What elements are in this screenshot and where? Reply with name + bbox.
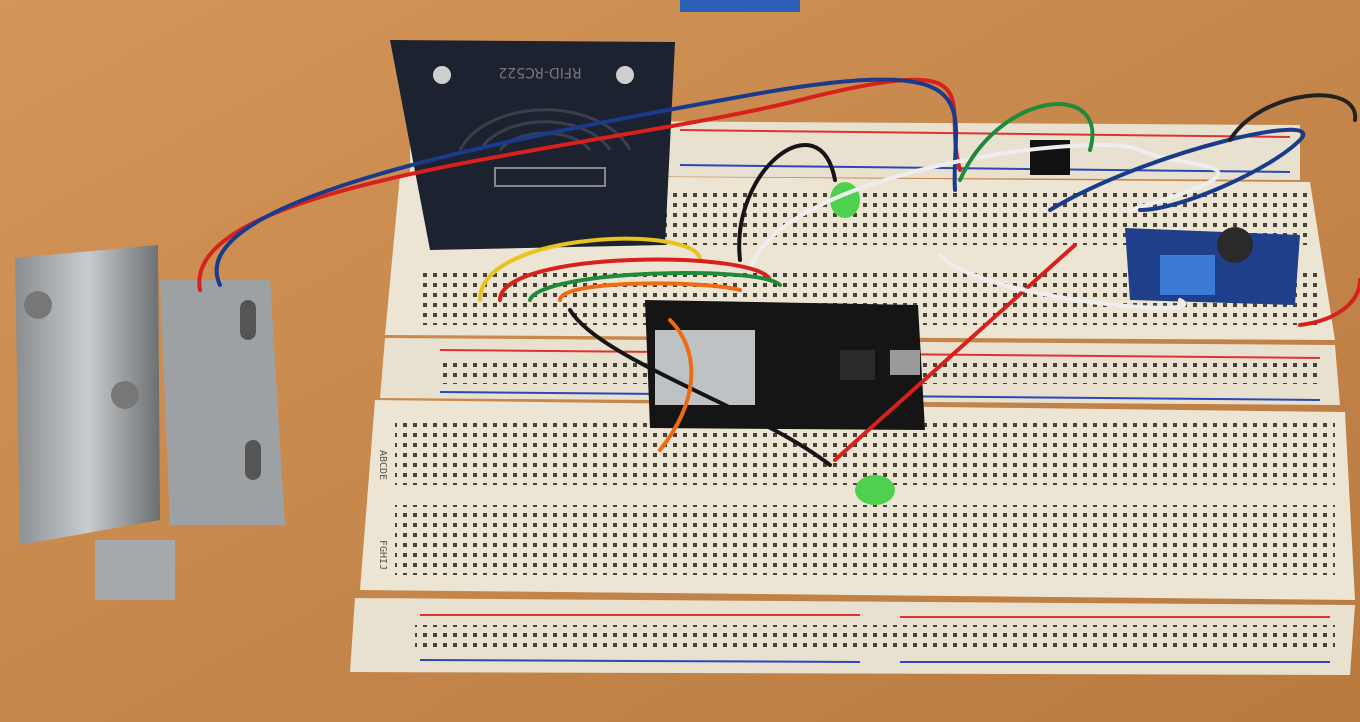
row-label-fghij: FGHIJ — [377, 540, 388, 570]
blue-tape — [680, 0, 800, 12]
boost-converter-module — [1125, 227, 1300, 305]
rfid-label: RFID-RC522 — [498, 64, 581, 80]
jumper-wires — [197, 77, 1360, 467]
solenoid-lock — [15, 245, 285, 600]
led-bottom — [855, 475, 895, 505]
rfid-rc522-module: RFID-RC522 — [390, 40, 675, 250]
row-label-abcde: ABCDE — [377, 450, 388, 480]
lower-breadboard: ABCDE FGHIJ — [350, 400, 1355, 675]
esp32-board — [645, 300, 925, 430]
